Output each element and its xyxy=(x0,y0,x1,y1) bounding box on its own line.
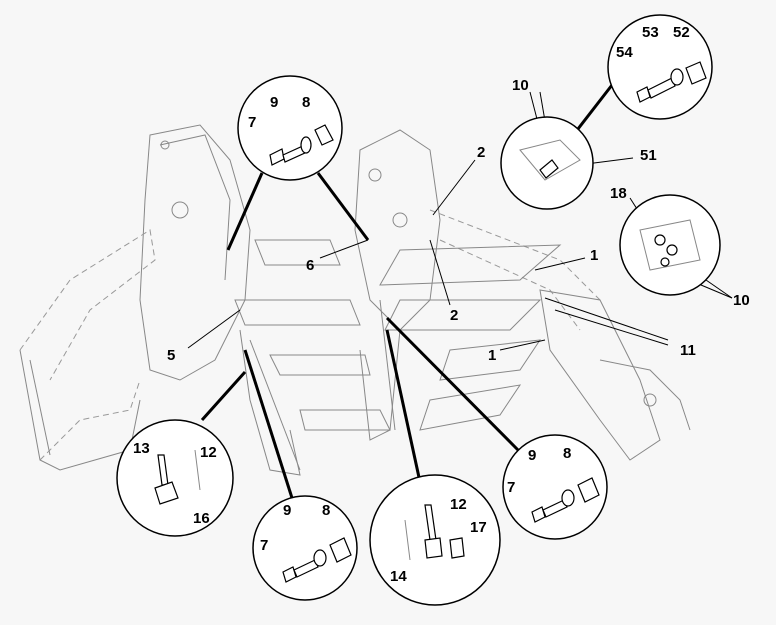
bm-bolt-8: 8 xyxy=(322,502,330,519)
detail-bl-fitting xyxy=(116,419,234,537)
label-11: 11 xyxy=(680,342,696,359)
label-51: 51 xyxy=(640,147,657,164)
br-bolt-9: 9 xyxy=(528,447,536,464)
label-1-lower: 1 xyxy=(488,347,496,364)
detail-bc-fitting xyxy=(369,474,501,606)
tr-bolt-54: 54 xyxy=(616,44,633,61)
br-bolt-8: 8 xyxy=(563,445,571,462)
bc-fitting-14: 14 xyxy=(390,568,407,585)
label-10-top: 10 xyxy=(512,77,529,94)
tr-bolt-52: 52 xyxy=(673,24,690,41)
bl-fitting-12: 12 xyxy=(200,444,217,461)
label-5: 5 xyxy=(167,347,175,364)
br-bolt-7: 7 xyxy=(507,479,515,496)
detail-bm-bolt xyxy=(252,495,358,601)
bc-fitting-17: 17 xyxy=(470,519,487,536)
bm-bolt-7: 7 xyxy=(260,537,268,554)
label-10-right: 10 xyxy=(733,292,750,309)
detail-top-middle-link xyxy=(500,116,594,210)
detail-br-bolt xyxy=(502,434,608,540)
label-1-upper: 1 xyxy=(590,247,598,264)
top-bolt-9: 9 xyxy=(270,94,278,111)
label-2-upper: 2 xyxy=(477,144,485,161)
bl-fitting-16: 16 xyxy=(193,510,210,527)
tr-bolt-53: 53 xyxy=(642,24,659,41)
label-2-lower: 2 xyxy=(450,307,458,324)
detail-right-fittings xyxy=(619,194,721,296)
bc-fitting-12: 12 xyxy=(450,496,467,513)
label-18: 18 xyxy=(610,185,627,202)
bl-fitting-13: 13 xyxy=(133,440,150,457)
bm-bolt-9: 9 xyxy=(283,502,291,519)
detail-tr-bolt xyxy=(607,14,713,120)
callout-labels: 1 1 2 2 5 6 10 10 11 18 51 7 9 8 54 53 5… xyxy=(133,24,750,585)
top-bolt-8: 8 xyxy=(302,94,310,111)
detail-top-bolt xyxy=(237,75,343,181)
label-6: 6 xyxy=(306,257,314,274)
top-bolt-7: 7 xyxy=(248,114,256,131)
